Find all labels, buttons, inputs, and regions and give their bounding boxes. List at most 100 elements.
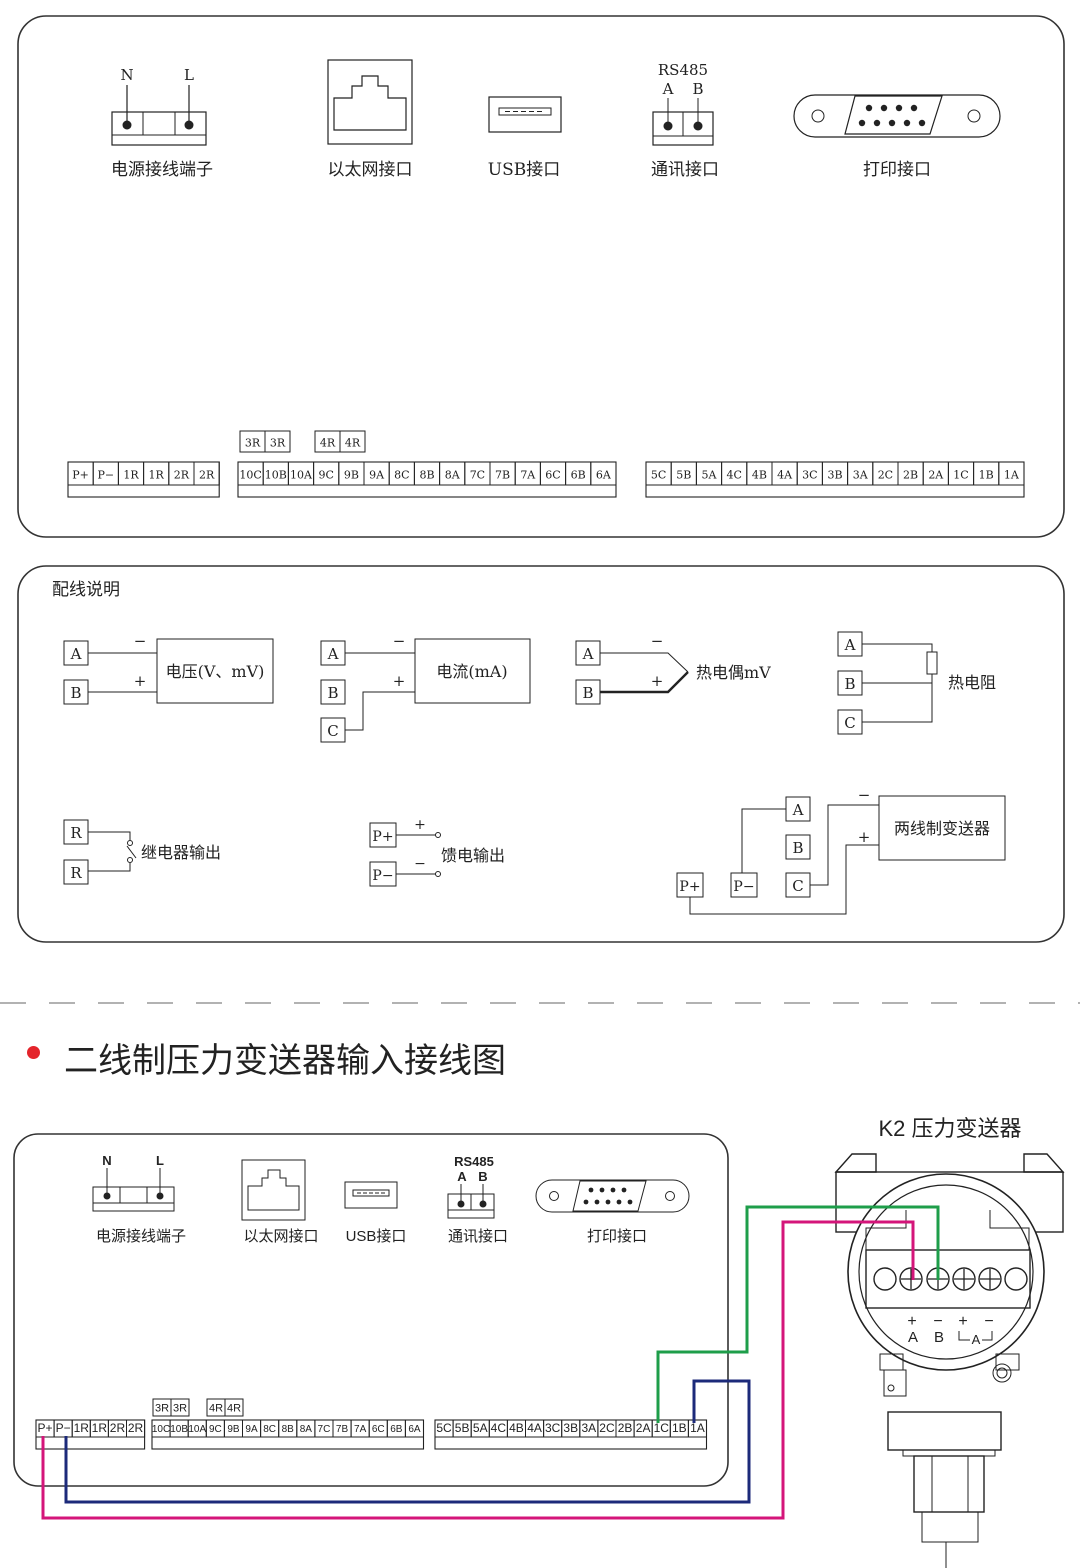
- p3-left-terminal-label: 2R: [110, 1421, 126, 1435]
- p3-print-label: 打印接口: [587, 1228, 647, 1245]
- relay-r2: R: [70, 864, 82, 882]
- p1-mid-terminal-label: 10B: [265, 469, 287, 482]
- p1-mid-terminal-label: 8A: [445, 469, 461, 482]
- p3-mid-terminal-label: 8B: [282, 1424, 295, 1435]
- p1-relay-label: 3R: [245, 437, 261, 450]
- current-a: A: [327, 645, 339, 663]
- p1-mid-terminal-label: 8B: [419, 469, 434, 482]
- current-b: B: [327, 684, 338, 702]
- p3-mid-terminal-label: 9A: [245, 1424, 258, 1435]
- p1-relay-label: 4R: [320, 437, 336, 450]
- comm-port: RS485 A B 通讯接口: [651, 61, 719, 180]
- p1-mid-terminal-label: 10C: [239, 469, 261, 482]
- transmitter-terminals: [873, 1267, 1028, 1291]
- thermocouple-label: 热电偶mV: [696, 663, 771, 682]
- p1-right-terminal-label: 1C: [953, 469, 968, 482]
- relay-label: 继电器输出: [141, 843, 221, 862]
- two-wire-plus: +: [858, 828, 871, 846]
- p1-mid-terminal-label: 10A: [290, 469, 313, 482]
- terminal-panel-frame: [17, 15, 1065, 538]
- p1-right-terminal-label: 4B: [752, 469, 767, 482]
- thermocouple-a: A: [582, 645, 594, 663]
- p3-right-terminal-label: 3C: [545, 1421, 561, 1435]
- two-wire-b: B: [792, 839, 803, 857]
- p1-right-terminal-label: 2C: [878, 469, 893, 482]
- tx-plus-1: +: [907, 1313, 916, 1330]
- power-terminal: N L 电源接线端子: [111, 66, 213, 180]
- wiring-guide-panel: 配线说明 A B − + 电压(V、mV) A B C − +: [17, 565, 1065, 943]
- p3-mid-terminal-label: 8C: [263, 1424, 276, 1435]
- p3-rs485: RS485: [454, 1154, 494, 1169]
- tx-plus-2: +: [958, 1313, 967, 1330]
- p3-usb: USB接口: [344, 1181, 406, 1245]
- p3-mid-terminal-label: 8A: [300, 1424, 313, 1435]
- p1-relay-label: 4R: [345, 437, 361, 450]
- current-minus: −: [393, 632, 406, 650]
- p3-right-terminal-label: 1C: [654, 1421, 670, 1435]
- p3-right-terminal-label: 4A: [527, 1421, 542, 1435]
- pressure-transmitter: K2 压力变送器 + − + − A B A: [834, 1116, 1065, 1568]
- usb-label: USB接口: [488, 160, 560, 180]
- p1-left-terminal-label: P−: [97, 469, 114, 482]
- voltage-minus: −: [134, 632, 147, 650]
- p1-mid-terminal-label: 9A: [369, 469, 385, 482]
- magenta-wire: [41, 1220, 915, 1520]
- current-plus: +: [393, 672, 406, 690]
- p1-mid-terminal-label: 6C: [545, 469, 560, 482]
- p3-right-terminal-label: 5B: [455, 1421, 470, 1435]
- p3-right-terminal-label: 4B: [509, 1421, 524, 1435]
- pressure-panel-frame: [13, 1133, 729, 1487]
- p1-right-terminal-label: 5C: [651, 469, 666, 482]
- p1-mid-terminal-label: 8C: [394, 469, 409, 482]
- rs485-a-label: A: [662, 80, 674, 98]
- p3-left-terminal-label: P−: [56, 1421, 71, 1435]
- p3-relay-label: 3R: [173, 1403, 187, 1415]
- rtd-c: C: [844, 714, 855, 732]
- p3-relay-label: 4R: [227, 1403, 241, 1415]
- ethernet-port: 以太网接口: [327, 59, 413, 180]
- rtd-label: 热电阻: [948, 673, 996, 692]
- thermocouple-plus: +: [651, 672, 664, 690]
- p3-comm: RS485 A B 通讯接口: [447, 1154, 508, 1245]
- pressure-wiring-panel: N L 电源接线端子 以太网接口 USB接口 RS485 A B: [13, 1133, 729, 1487]
- p3-left-terminal: [126, 1419, 146, 1438]
- p3-left-terminal-label: P+: [38, 1421, 53, 1435]
- p3-ethernet-label: 以太网接口: [243, 1228, 318, 1245]
- p1-mid-terminal-label: 9B: [344, 469, 359, 482]
- feed-p-minus: P−: [372, 868, 393, 884]
- feed-plus: +: [414, 817, 426, 833]
- colored-wires: [41, 1205, 940, 1520]
- two-wire-label: 两线制变送器: [894, 819, 990, 838]
- p1-left-terminal-label: 2R: [174, 469, 190, 482]
- two-wire-p-minus: P−: [733, 879, 754, 895]
- p3-right-terminal: [687, 1419, 708, 1438]
- p1-right-terminal: [998, 461, 1025, 486]
- tx-a: A: [908, 1329, 918, 1346]
- p3-left-terminal-label: 1R: [74, 1421, 90, 1435]
- tx-minus-2: −: [984, 1313, 993, 1330]
- feed-label: 馈电输出: [441, 846, 505, 865]
- section-title: 二线制压力变送器输入接线图: [64, 1041, 506, 1081]
- p3-relay-label: 4R: [209, 1403, 223, 1415]
- tx-minus-1: −: [933, 1313, 942, 1330]
- p3-mid-terminal-label: 6C: [372, 1424, 385, 1435]
- p3-right-terminal-label: 1A: [690, 1421, 705, 1435]
- power-n-label: N: [120, 66, 133, 84]
- p1-left-terminal: [193, 461, 220, 486]
- p1-right-terminal-label: 3A: [853, 469, 869, 482]
- p3-power-l: L: [156, 1153, 164, 1168]
- p3-right-terminal-label: 4C: [491, 1421, 507, 1435]
- p3-right-terminal-label: 5C: [436, 1421, 452, 1435]
- p3-right-terminal-label: 3B: [563, 1421, 578, 1435]
- p3-comm-label: 通讯接口: [448, 1228, 508, 1245]
- print-port: 打印接口: [793, 94, 1001, 180]
- p1-right-terminal-label: 2B: [903, 469, 918, 482]
- p3-rs485-a: A: [457, 1169, 467, 1184]
